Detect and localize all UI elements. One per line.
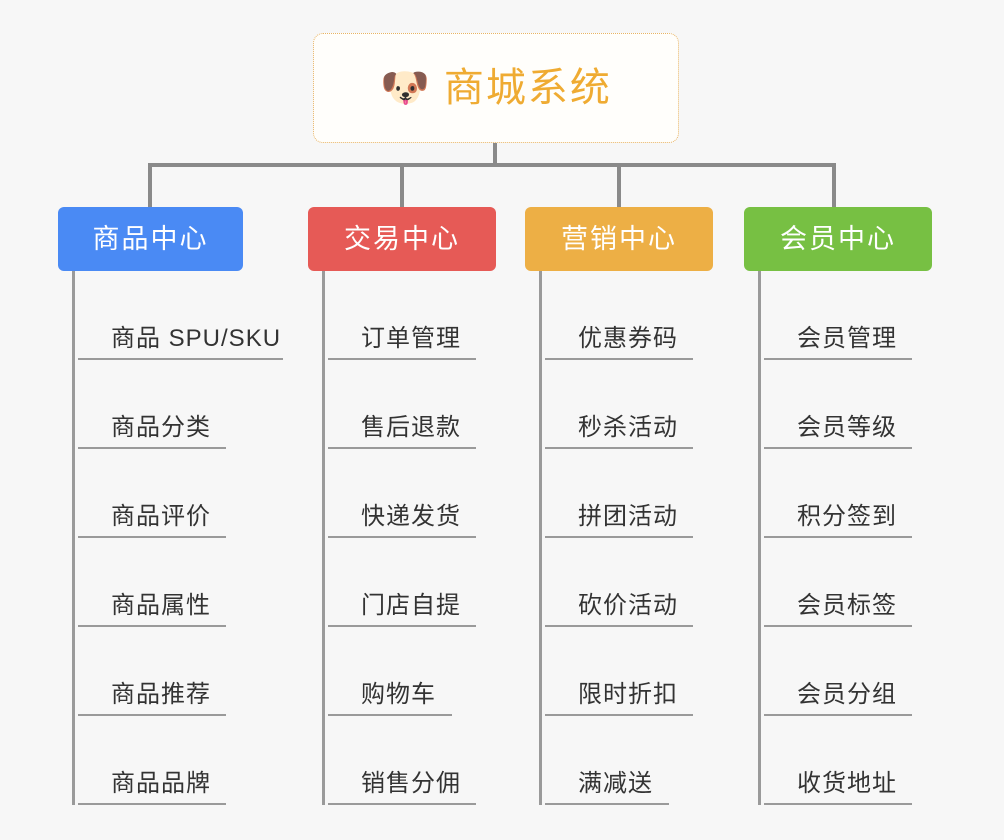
list-item-label: 会员分组 — [797, 681, 897, 708]
branch-product-center: 商品中心 商品 SPU/SKU 商品分类 商品评价 商品属性 商品推荐 — [58, 207, 283, 805]
list-item-underline — [764, 358, 912, 360]
branch-title: 会员中心 — [780, 223, 896, 254]
list-item[interactable]: 商品属性 — [78, 538, 281, 627]
list-item[interactable]: 商品分类 — [78, 360, 281, 449]
list-item[interactable]: 优惠券码 — [545, 271, 713, 360]
list-item-underline — [328, 358, 476, 360]
list-item-label: 会员管理 — [797, 325, 897, 352]
list-item[interactable]: 会员分组 — [764, 627, 932, 716]
root-node[interactable]: 🐶 商城系统 — [313, 33, 679, 143]
list-item-underline — [764, 447, 912, 449]
list-item-underline — [545, 358, 693, 360]
list-item-underline — [78, 803, 226, 805]
connector-horizontal-bar — [148, 163, 836, 167]
list-item[interactable]: 快递发货 — [328, 449, 496, 538]
connector-root-stem — [493, 143, 497, 167]
list-item-underline — [764, 714, 912, 716]
list-item-label: 购物车 — [361, 681, 436, 708]
branch-header-marketing-center[interactable]: 营销中心 — [525, 207, 713, 271]
branch-header-product-center[interactable]: 商品中心 — [58, 207, 243, 271]
list-item-label: 商品 SPU/SKU — [111, 325, 282, 352]
connector-drop-2 — [400, 163, 404, 208]
list-item-underline — [545, 714, 693, 716]
list-item[interactable]: 积分签到 — [764, 449, 932, 538]
list-item[interactable]: 砍价活动 — [545, 538, 713, 627]
dog-face-icon: 🐶 — [380, 66, 430, 110]
list-item[interactable]: 会员等级 — [764, 360, 932, 449]
list-item[interactable]: 订单管理 — [328, 271, 496, 360]
list-item[interactable]: 限时折扣 — [545, 627, 713, 716]
root-title: 商城系统 — [443, 66, 612, 110]
list-item-label: 满减送 — [578, 770, 653, 797]
list-item-label: 商品评价 — [111, 503, 211, 530]
list-item[interactable]: 商品 SPU/SKU — [78, 271, 283, 360]
list-item-underline — [545, 447, 693, 449]
list-item-underline — [328, 447, 476, 449]
connector-drop-1 — [148, 163, 152, 208]
branch-items-member-center: 会员管理 会员等级 积分签到 会员标签 会员分组 收货地址 — [758, 271, 932, 805]
list-item-underline — [78, 358, 283, 360]
list-item-underline — [78, 447, 226, 449]
branch-items-trade-center: 订单管理 售后退款 快递发货 门店自提 购物车 销售分佣 — [322, 271, 496, 805]
list-item-underline — [78, 536, 226, 538]
list-item-label: 砍价活动 — [578, 592, 678, 619]
branch-items-marketing-center: 优惠券码 秒杀活动 拼团活动 砍价活动 限时折扣 满减送 — [539, 271, 713, 805]
list-item[interactable]: 满减送 — [545, 716, 713, 805]
connector-drop-3 — [617, 163, 621, 208]
list-item[interactable]: 秒杀活动 — [545, 360, 713, 449]
list-item-label: 订单管理 — [361, 325, 461, 352]
branch-items-product-center: 商品 SPU/SKU 商品分类 商品评价 商品属性 商品推荐 商品品牌 — [72, 271, 283, 805]
list-item-underline — [328, 714, 452, 716]
list-item-label: 限时折扣 — [578, 681, 678, 708]
list-item-label: 秒杀活动 — [578, 414, 678, 441]
list-item-label: 商品推荐 — [111, 681, 211, 708]
list-item-underline — [545, 625, 693, 627]
list-item[interactable]: 售后退款 — [328, 360, 496, 449]
list-item[interactable]: 销售分佣 — [328, 716, 496, 805]
branch-title: 商品中心 — [92, 223, 209, 254]
list-item[interactable]: 会员标签 — [764, 538, 932, 627]
list-item-label: 商品属性 — [111, 592, 211, 619]
list-item-label: 拼团活动 — [578, 503, 678, 530]
branch-trade-center: 交易中心 订单管理 售后退款 快递发货 门店自提 购物车 — [308, 207, 496, 805]
list-item-underline — [764, 625, 912, 627]
list-item-label: 销售分佣 — [361, 770, 461, 797]
branch-marketing-center: 营销中心 优惠券码 秒杀活动 拼团活动 砍价活动 限时折扣 — [525, 207, 713, 805]
list-item-label: 积分签到 — [797, 503, 897, 530]
list-item[interactable]: 商品推荐 — [78, 627, 281, 716]
list-item-underline — [328, 803, 476, 805]
list-item-label: 商品分类 — [111, 414, 211, 441]
branch-title: 营销中心 — [561, 223, 677, 254]
list-item-underline — [764, 536, 912, 538]
list-item-label: 优惠券码 — [578, 325, 678, 352]
connector-drop-4 — [832, 163, 836, 208]
list-item-label: 会员标签 — [797, 592, 897, 619]
list-item[interactable]: 商品品牌 — [78, 716, 281, 805]
list-item[interactable]: 收货地址 — [764, 716, 932, 805]
list-item-underline — [764, 803, 912, 805]
list-item[interactable]: 会员管理 — [764, 271, 932, 360]
list-item[interactable]: 拼团活动 — [545, 449, 713, 538]
branch-header-trade-center[interactable]: 交易中心 — [308, 207, 496, 271]
list-item-underline — [78, 714, 226, 716]
list-item[interactable]: 商品评价 — [78, 449, 281, 538]
list-item-underline — [545, 536, 693, 538]
branch-member-center: 会员中心 会员管理 会员等级 积分签到 会员标签 会员分组 — [744, 207, 932, 805]
list-item-underline — [328, 625, 476, 627]
list-item[interactable]: 购物车 — [328, 627, 496, 716]
list-item-label: 售后退款 — [361, 414, 461, 441]
list-item[interactable]: 门店自提 — [328, 538, 496, 627]
list-item-label: 商品品牌 — [111, 770, 211, 797]
list-item-label: 收货地址 — [797, 770, 897, 797]
list-item-label: 快递发货 — [361, 503, 461, 530]
list-item-label: 门店自提 — [361, 592, 461, 619]
list-item-label: 会员等级 — [797, 414, 897, 441]
list-item-underline — [78, 625, 226, 627]
list-item-underline — [328, 536, 476, 538]
branch-title: 交易中心 — [344, 223, 460, 254]
branch-header-member-center[interactable]: 会员中心 — [744, 207, 932, 271]
list-item-underline — [545, 803, 669, 805]
